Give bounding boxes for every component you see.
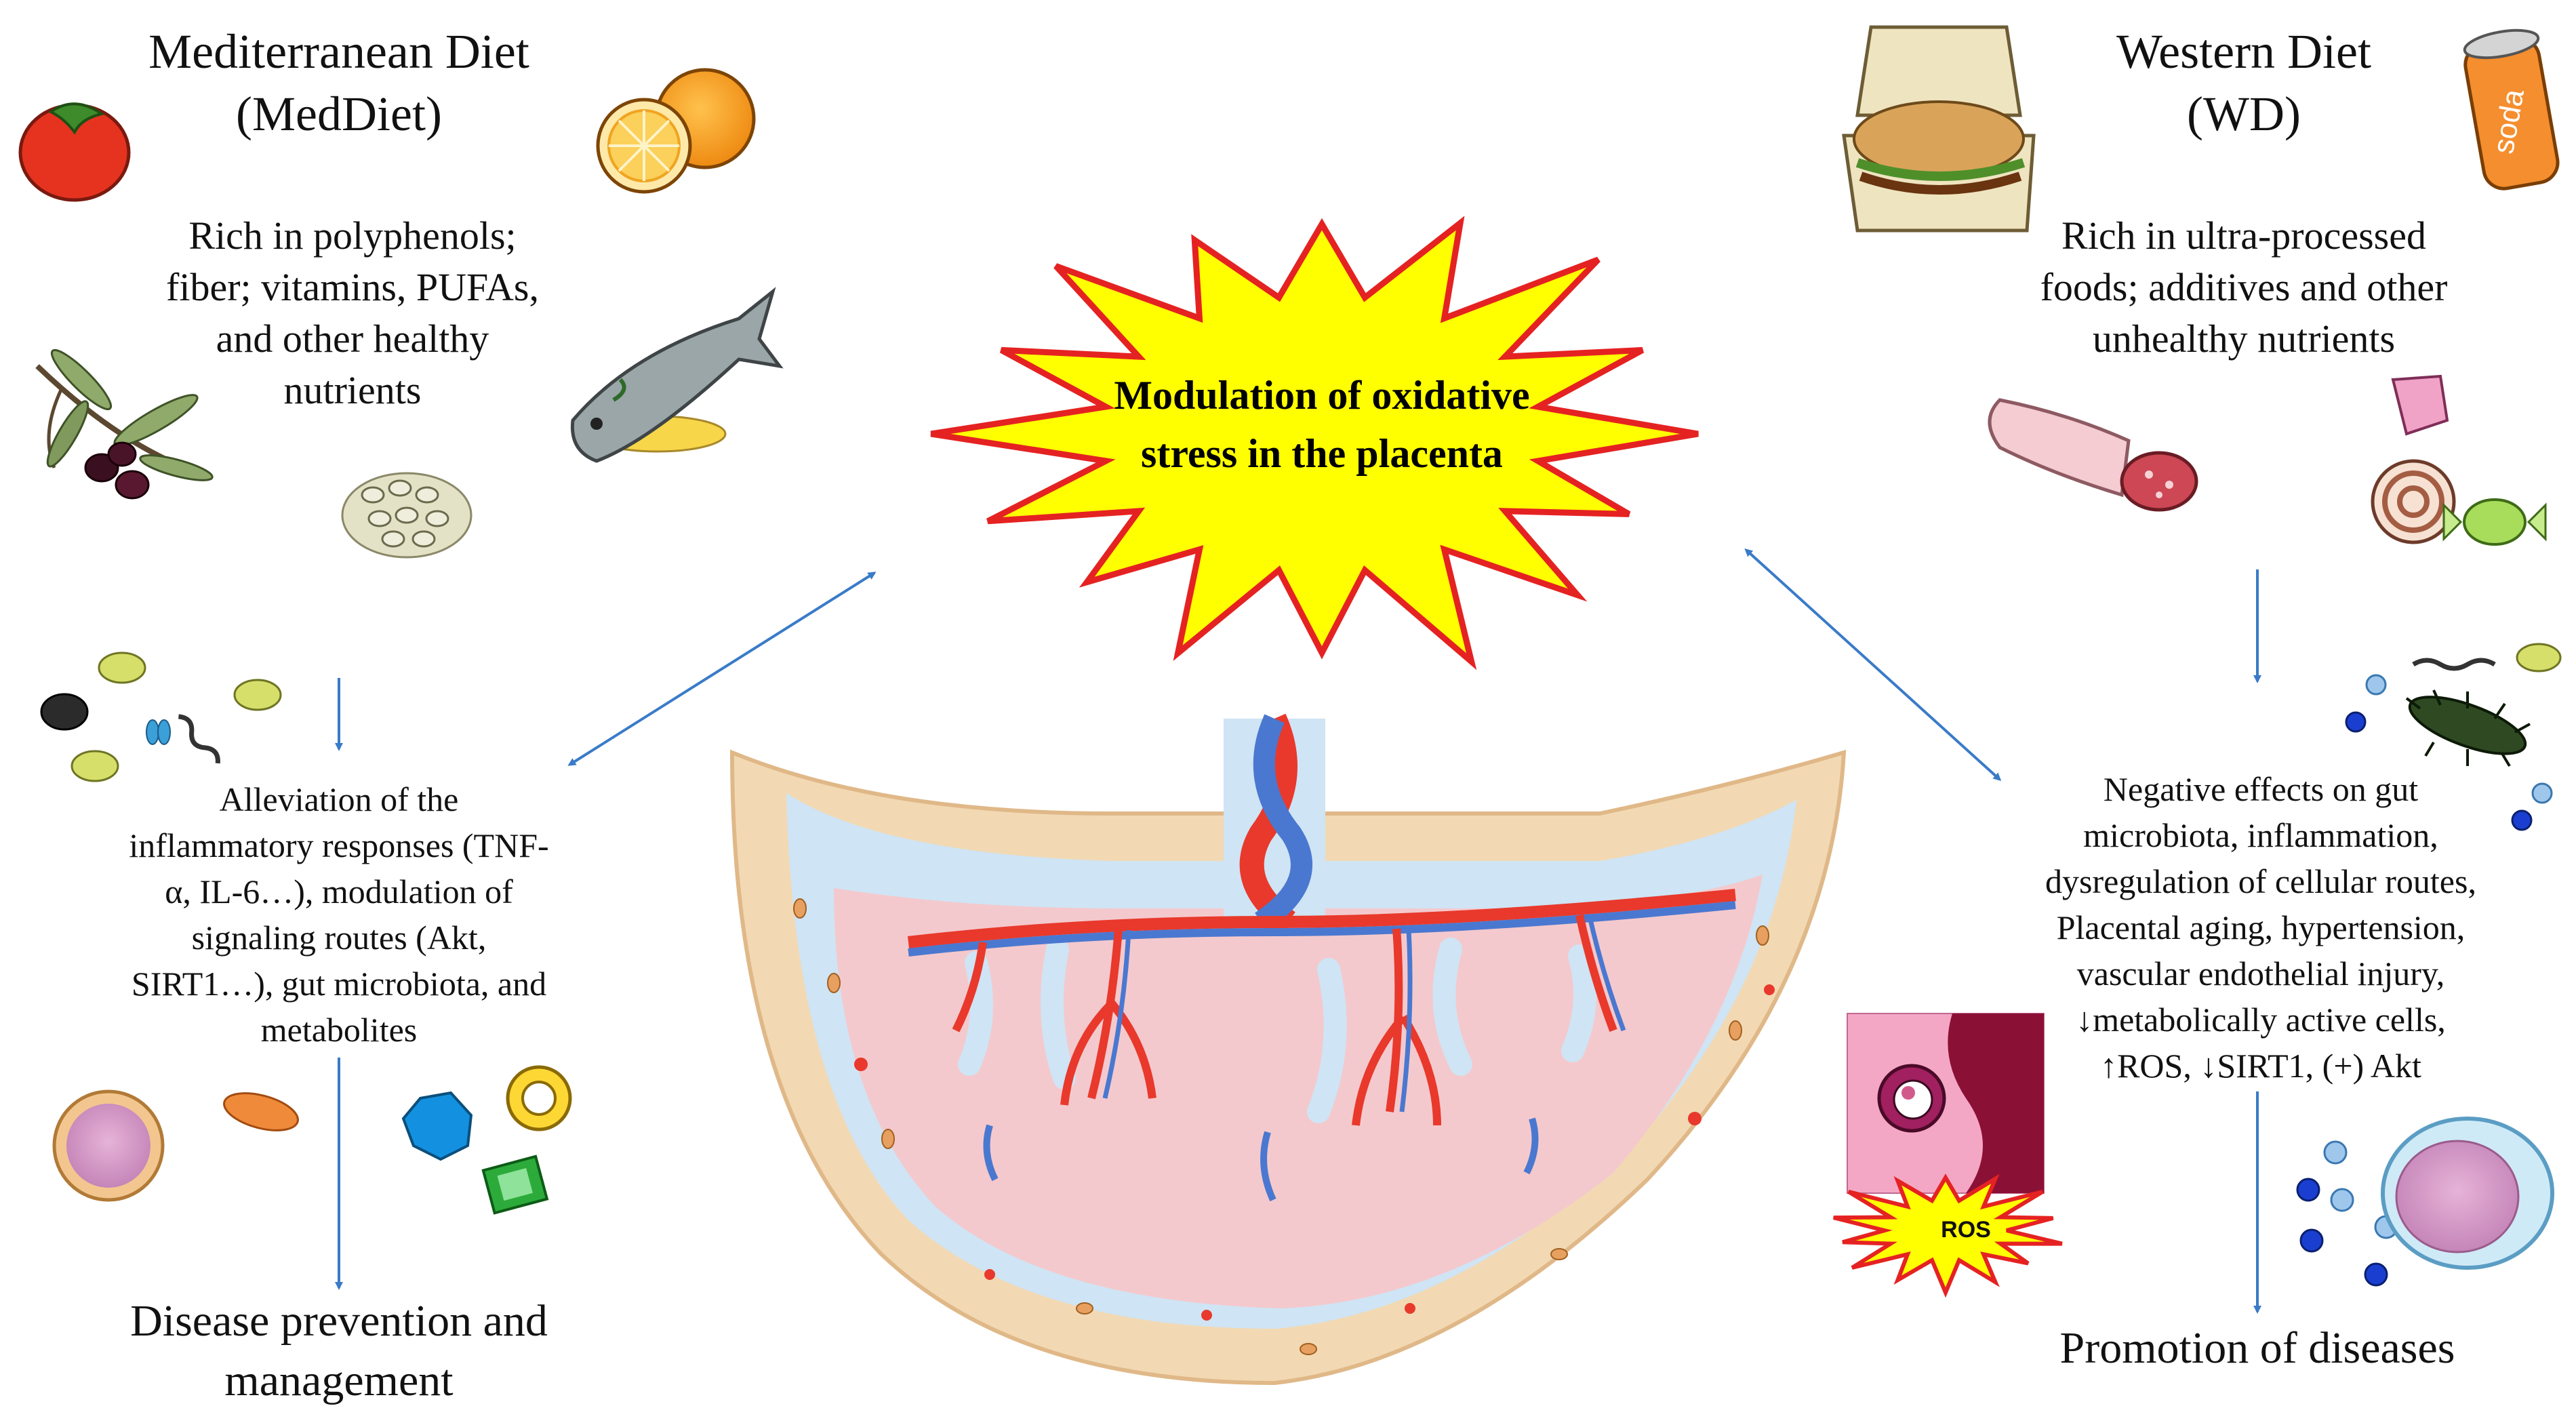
right-outcome-line: Promotion of diseases — [2059, 1323, 2455, 1373]
arrow-right-bidirectional — [1744, 548, 2002, 782]
left-effects-line: metabolites — [260, 1011, 418, 1049]
left-description-line: Rich in polyphenols; — [188, 214, 517, 258]
left-description-line: fiber; vitamins, PUFAs, — [166, 265, 539, 309]
left-diet-title: Mediterranean Diet (MedDiet) — [102, 20, 576, 145]
tomato-icon — [18, 102, 131, 202]
salami-icon — [1988, 398, 2198, 512]
left-outcome-line: management — [224, 1356, 454, 1405]
center-title-line: Modulation of oxidative — [1114, 373, 1530, 418]
left-effects-line: Alleviation of the — [219, 780, 459, 818]
candy-icon — [2371, 374, 2547, 546]
right-title-line: (WD) — [2187, 87, 2301, 141]
right-effects-line: ↓metabolically active cells, — [2076, 1001, 2446, 1039]
gut-microbes-right-icon — [2345, 643, 2562, 831]
right-effects-line: microbiota, inflammation, — [2083, 816, 2438, 854]
right-description-line: Rich in ultra-processed — [2061, 214, 2426, 258]
left-effects-line: α, IL-6…), modulation of — [165, 872, 513, 910]
inflamed-cell-icon — [2296, 1117, 2554, 1287]
molecule-shapes-icon — [401, 1065, 572, 1215]
ros-starburst-icon — [1833, 1173, 2063, 1298]
left-title-line: (MedDiet) — [236, 87, 442, 141]
right-title-line: Western Diet — [2116, 24, 2372, 79]
left-effects-line: signaling routes (Akt, — [191, 919, 487, 957]
right-description-line: unhealthy nutrients — [2092, 317, 2396, 361]
right-effects-line: vascular endothelial injury, — [2076, 955, 2445, 992]
left-effects-text: Alleviation of the inflammatory response… — [95, 776, 583, 1053]
beans-icon — [341, 472, 472, 559]
flow-arrows — [335, 548, 2261, 1314]
center-title-line: stress in the placenta — [1141, 431, 1503, 476]
fish-icon — [570, 287, 784, 463]
bacteria-cluster-icon — [40, 651, 282, 782]
ros-label: ROS — [1941, 1217, 1991, 1243]
burger-box-icon — [1842, 25, 2036, 233]
right-diet-description: Rich in ultra-processed foods; additives… — [2007, 210, 2481, 365]
right-effects-line: dysregulation of cellular routes, — [2045, 862, 2476, 900]
olive-branch-icon — [35, 348, 214, 500]
soda-can-icon: soda — [2463, 28, 2560, 190]
left-outcome-text: Disease prevention and management — [88, 1291, 590, 1411]
left-outcome-line: Disease prevention and — [130, 1296, 548, 1346]
macrophage-cell-icon — [52, 1089, 299, 1202]
right-outcome-text: Promotion of diseases — [2000, 1319, 2515, 1378]
right-effects-text: Negative effects on gut microbiota, infl… — [2003, 766, 2518, 1089]
left-diet-description: Rich in polyphenols; fiber; vitamins, PU… — [136, 210, 569, 416]
right-description-line: foods; additives and other — [2040, 265, 2448, 309]
center-title: Modulation of oxidative stress in the pl… — [1017, 366, 1627, 483]
orange-icon — [596, 68, 756, 194]
right-effects-line: Placental aging, hypertension, — [2056, 908, 2466, 946]
arrow-left-bidirectional — [567, 571, 877, 766]
right-effects-line: ↑ROS, ↓SIRT1, (+) Akt — [2100, 1047, 2421, 1085]
left-effects-line: inflammatory responses (TNF- — [129, 826, 549, 864]
center-starburst — [930, 216, 1699, 670]
left-title-line: Mediterranean Diet — [148, 24, 529, 79]
embryo-ros-icon — [1847, 1013, 2045, 1194]
right-diet-title: Western Diet (WD) — [2040, 20, 2447, 145]
left-description-line: nutrients — [283, 368, 422, 412]
placenta-illustration — [729, 713, 1847, 1386]
left-effects-line: SIRT1…), gut microbiota, and — [131, 965, 547, 1003]
right-effects-line: Negative effects on gut — [2103, 770, 2419, 808]
left-description-line: and other healthy — [216, 317, 489, 361]
